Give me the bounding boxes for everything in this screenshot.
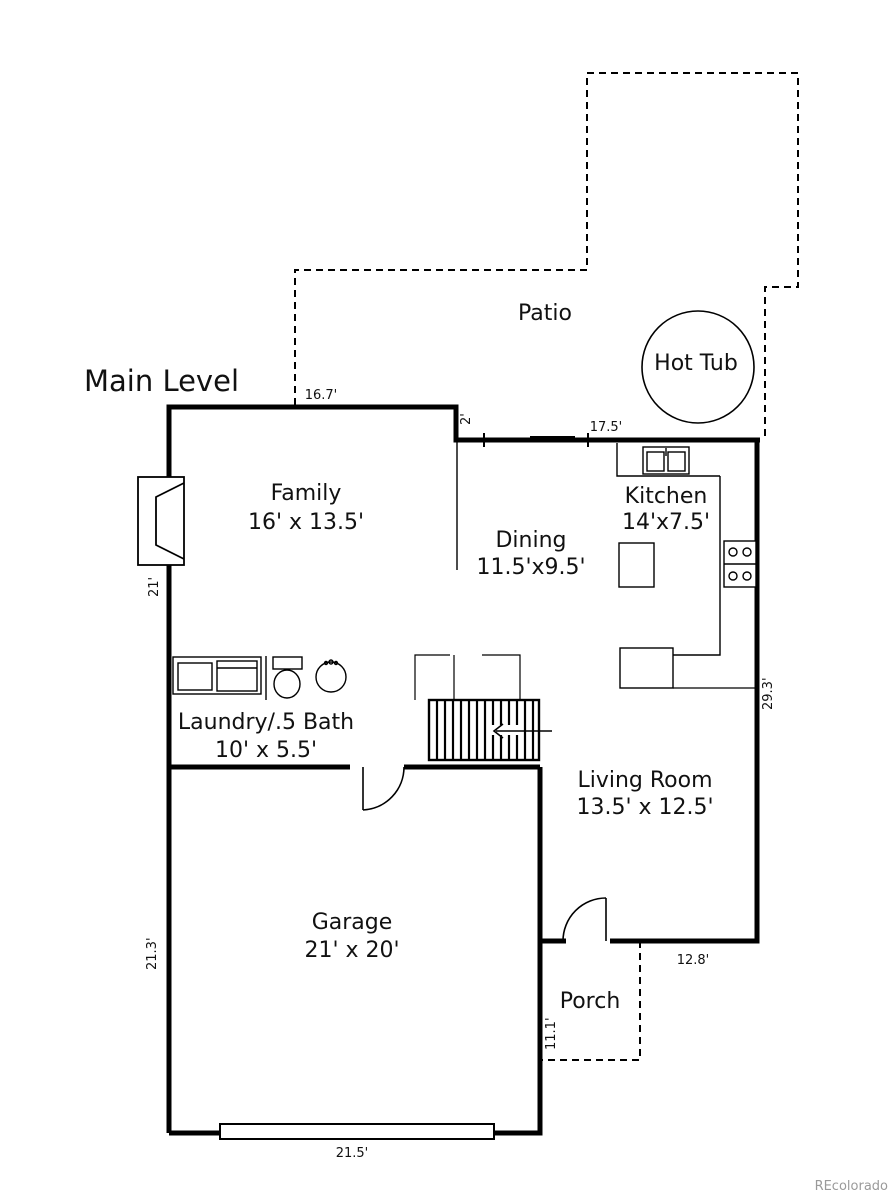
dining-dims: 11.5'x9.5' (476, 555, 586, 580)
dim-top-left: 16.7' (304, 388, 338, 403)
dim-step: 2' (459, 413, 474, 425)
family-label: Family (270, 481, 342, 506)
hot-tub-label: Hot Tub (654, 351, 738, 376)
dim-right: 29.3' (761, 677, 776, 710)
dim-left-upper: 21' (147, 576, 162, 597)
level-title: Main Level (84, 364, 239, 398)
laundry-dims: 10' x 5.5' (214, 738, 318, 763)
garage-dims: 21' x 20' (304, 938, 400, 963)
family-dims: 16' x 13.5' (247, 510, 365, 535)
patio-label: Patio (518, 301, 572, 326)
porch-label: Porch (559, 989, 621, 1014)
dim-bottom: 21.5' (335, 1146, 369, 1161)
laundry-fixtures (172, 656, 347, 700)
front-door (562, 897, 607, 942)
fireplace (137, 476, 185, 566)
dim-top-right: 17.5' (589, 420, 623, 435)
kitchen-counters (616, 443, 757, 689)
laundry-garage-door (362, 766, 405, 811)
dim-left-lower: 21.3' (145, 937, 160, 970)
hot-tub-shape (641, 310, 755, 424)
dim-bottom-right: 12.8' (676, 953, 710, 968)
living-room-dims: 13.5' x 12.5' (576, 795, 714, 820)
patio-slider (483, 433, 589, 447)
exterior-walls (166, 404, 760, 1136)
patio-outline (294, 72, 799, 440)
laundry-label: Laundry/.5 Bath (177, 710, 355, 735)
kitchen-dims: 14'x7.5' (621, 510, 711, 535)
staircase (414, 654, 552, 762)
living-room-label: Living Room (577, 768, 713, 793)
dim-porch-side: 11.1' (544, 1017, 559, 1050)
watermark: REcolorado (814, 1179, 888, 1194)
garage-label: Garage (311, 910, 393, 935)
porch-outline (542, 941, 641, 1061)
garage-door (219, 1123, 495, 1140)
kitchen-label: Kitchen (624, 484, 708, 509)
dining-label: Dining (495, 528, 567, 553)
